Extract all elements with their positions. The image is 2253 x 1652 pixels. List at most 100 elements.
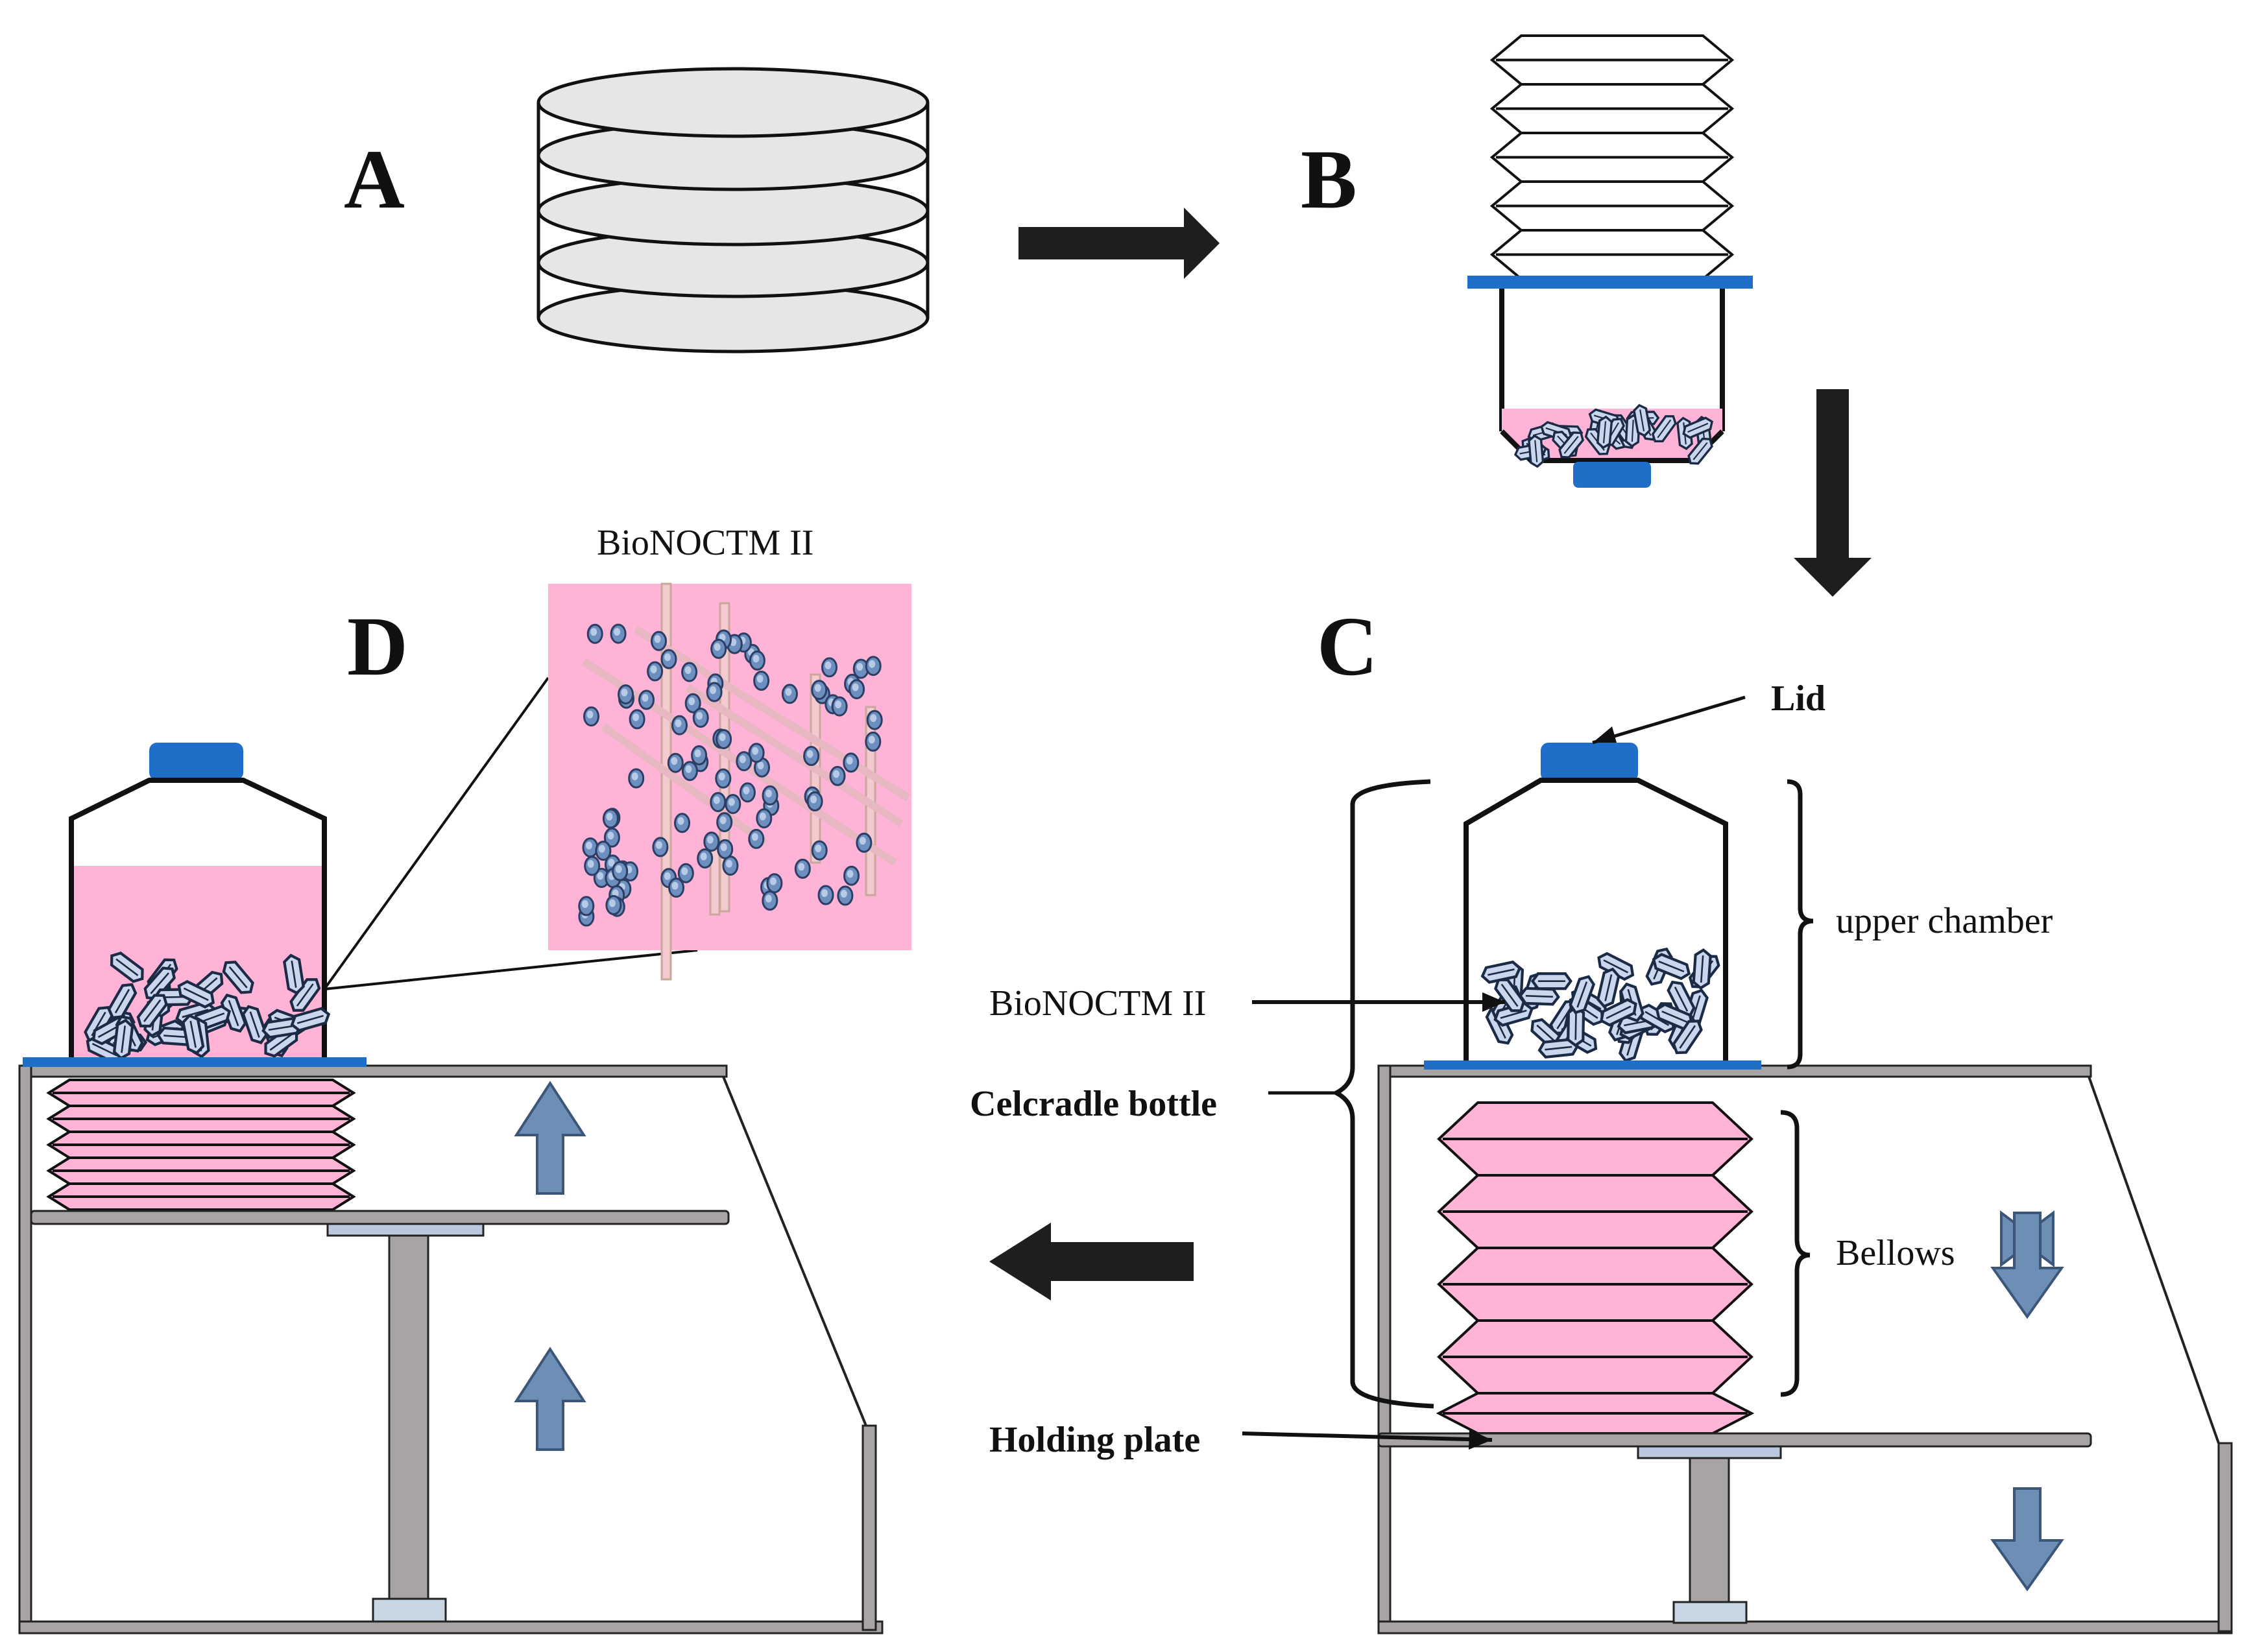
cell-dot (843, 752, 860, 773)
lid-label: Lid (1771, 678, 1825, 719)
cell-dot (856, 832, 873, 853)
cell-dot (811, 840, 828, 861)
holding-plate-label: Holding plate (989, 1420, 1200, 1460)
panel-label-c: C (1317, 600, 1378, 693)
cell-dot (781, 684, 798, 704)
panel-label-d: D (347, 600, 408, 693)
cell-dot (736, 751, 753, 772)
cell-dot (638, 689, 655, 710)
arrow-down-icon (1990, 1487, 2064, 1592)
cell-dot (583, 706, 599, 727)
bracket-celcradle-bottle (1331, 779, 1434, 1409)
arrow-down-icon (1990, 1212, 2064, 1319)
cell-dot (612, 861, 629, 881)
cell-dot (610, 623, 627, 644)
cell-dot (811, 680, 828, 700)
holding-plate-c (1377, 1432, 2092, 1624)
cell-dot (674, 813, 690, 833)
cell-dot (715, 768, 732, 789)
cell-dot (749, 650, 765, 671)
cell-dot (667, 752, 684, 773)
cell-dot (710, 638, 727, 659)
disc-stack (536, 67, 930, 353)
cell-dot (717, 839, 734, 859)
arrow-up-icon (514, 1347, 586, 1451)
cell-dot (843, 865, 860, 886)
bracket-upper-chamber (1787, 779, 1814, 1070)
panel-label-b: B (1301, 133, 1357, 226)
celcradle-bottle-label: Celcradle bottle (970, 1084, 1217, 1124)
cell-dot (806, 791, 823, 811)
arrow-up-icon (514, 1081, 586, 1195)
holding-plate-d (30, 1210, 730, 1623)
carrier-piece (114, 1020, 133, 1059)
carrier-piece (1520, 988, 1559, 1005)
cell-dot (668, 878, 684, 898)
arrow-right-icon (1018, 208, 1220, 279)
carrier-piece (1596, 415, 1613, 449)
cell-dot (706, 682, 723, 702)
bellows-label: Bellows (1836, 1233, 1955, 1273)
arrow-down-icon (1794, 389, 1872, 597)
cell-dot (849, 679, 865, 700)
carrier-piece (1533, 974, 1571, 988)
cell-dot (629, 709, 645, 730)
bionoc-inset-label: BioNOCTM II (597, 523, 813, 563)
celcradle-bottle-c (1424, 743, 1761, 1070)
carrier-piece (1527, 434, 1545, 468)
cell-dot (582, 837, 599, 858)
cell-dot (837, 885, 854, 906)
cell-dot (605, 895, 622, 915)
cell-dot (762, 785, 778, 806)
bellows-extended (1436, 1101, 1755, 1435)
cell-dot (586, 623, 603, 644)
cell-dot (865, 731, 882, 752)
cell-dot (628, 768, 645, 789)
cell-dot (697, 848, 714, 868)
cell-dot (651, 630, 667, 651)
holder-frame-d (18, 1064, 884, 1634)
cell-dot (722, 856, 739, 876)
bracket-bellows (1780, 1110, 1811, 1397)
cell-dot (716, 729, 732, 750)
cell-dot (794, 858, 811, 879)
cell-dot (829, 765, 846, 786)
bellows-compressed (1489, 34, 1735, 280)
carrier-piece (1693, 950, 1711, 988)
cell-dot (821, 657, 837, 678)
cell-dot (703, 832, 720, 852)
bionoc-label-c: BioNOCTM II (989, 983, 1206, 1024)
drain-cap (1573, 462, 1651, 488)
cell-dot (803, 746, 820, 766)
cell-dot (602, 808, 619, 829)
cell-dot (595, 841, 612, 861)
cell-dot (578, 896, 595, 916)
cell-dot (660, 649, 677, 669)
cell-dot (681, 761, 698, 782)
cell-dot (753, 671, 770, 691)
upper-chamber-label: upper chamber (1836, 901, 2053, 941)
cell-dot (865, 656, 882, 676)
panel-label-a: A (344, 133, 405, 226)
cell-dot (647, 661, 664, 682)
bottle-flange (1467, 276, 1753, 289)
cell-dot (710, 792, 727, 813)
celcradle-bottle-d (23, 743, 367, 1067)
lid-icon (1541, 743, 1638, 782)
arrow-left-icon (989, 1223, 1194, 1300)
cell-dot (762, 891, 778, 911)
bellows-compressed-d (46, 1079, 356, 1211)
cell-dot (739, 782, 756, 803)
cell-dot (766, 873, 783, 894)
cell-dot (716, 812, 733, 833)
bottle-b (1499, 289, 1725, 488)
bionoc-zoom-inset (548, 582, 911, 981)
cell-dot (831, 696, 848, 717)
cell-dot (671, 715, 688, 736)
cell-dot (584, 856, 601, 876)
cell-dot (756, 808, 773, 829)
cell-dot (652, 837, 669, 857)
cell-dot (692, 708, 709, 728)
